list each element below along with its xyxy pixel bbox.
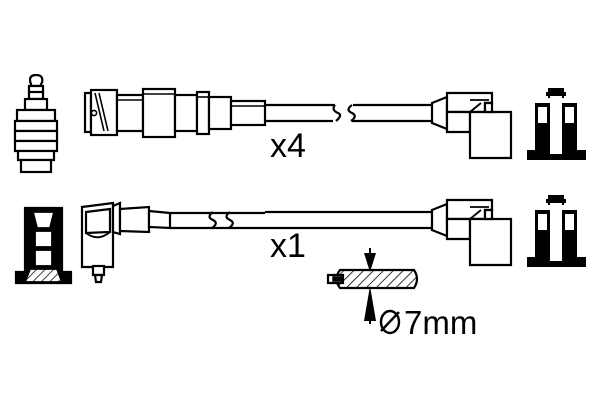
ignition-cable-top-right	[352, 103, 432, 123]
ignition-cable-top-left	[265, 103, 342, 123]
quantity-label-bottom: x1	[270, 227, 306, 265]
straight-distributor-connector-icon	[83, 87, 267, 139]
right-angle-spark-plug-boot-bottom	[430, 198, 513, 267]
right-angle-spark-plug-boot-top	[430, 91, 513, 160]
quantity-label-top: x4	[270, 127, 306, 165]
cable-cross-section-hatched	[326, 268, 419, 290]
diameter-value-label: 7mm	[404, 304, 477, 341]
ignition-cable-bottom-right	[265, 210, 432, 230]
right-angle-coil-connector-icon	[80, 201, 265, 284]
spark-plug-cap-solid-bottom	[527, 195, 586, 267]
cable-diameter-callout-group: 7mm	[326, 248, 477, 341]
cable-break-symbol-top	[347, 104, 356, 122]
bottom-assembly-group	[14, 198, 513, 285]
top-assembly-group	[13, 73, 513, 174]
dimension-arrows	[364, 248, 376, 324]
spark-plug-cap-solid-top	[527, 88, 586, 160]
ribbed-rubber-boot-icon	[13, 73, 59, 174]
diameter-symbol-icon	[379, 309, 401, 335]
cable-break-symbol-bottom	[208, 211, 234, 229]
socket-cross-section-icon	[14, 206, 73, 285]
arrow-down-icon	[364, 253, 376, 272]
arrow-up-icon	[364, 286, 376, 321]
